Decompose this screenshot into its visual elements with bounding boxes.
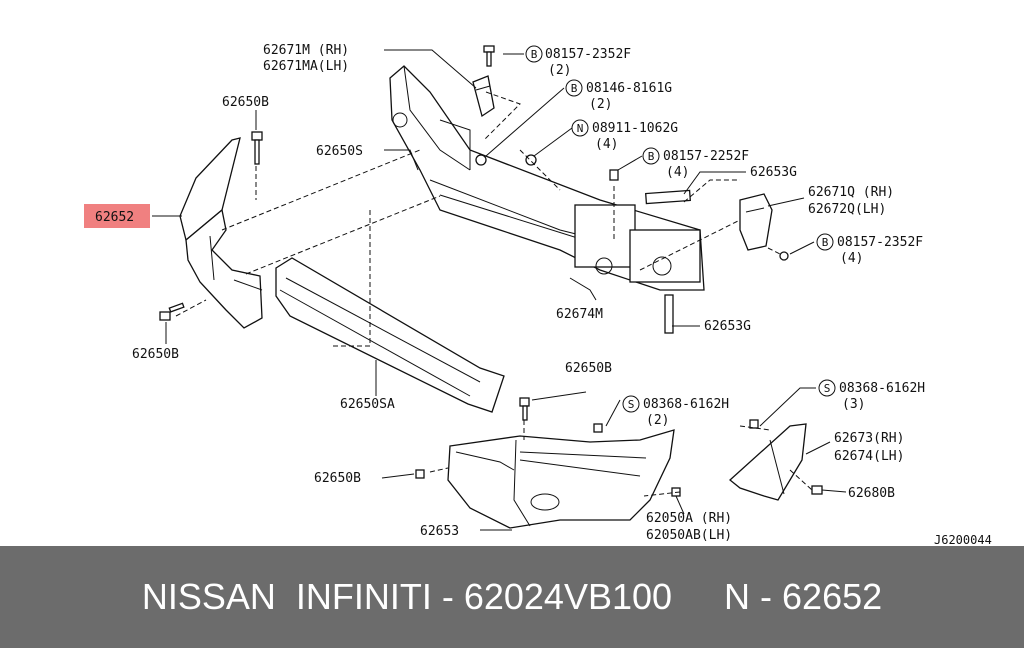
bolt-symbol-icon: B (642, 147, 660, 165)
label-08146-8161g: 08146-8161G (586, 81, 672, 96)
bolt-icon (483, 45, 495, 67)
label-62653g-bottom: 62653G (704, 319, 751, 334)
label-62671m: 62671M (RH) (263, 43, 349, 58)
label-62652: 62652 (95, 210, 134, 225)
label-08157-2352f-right: 08157-2352F (837, 235, 923, 250)
label-62650b-top-left: 62650B (222, 95, 269, 110)
label-62672q: 62672Q(LH) (808, 202, 886, 217)
assembly-dash-lines (175, 91, 813, 497)
label-08146-8161g-qty: (2) (589, 97, 612, 112)
brand-part-number: NISSAN INFINITI - 62024VB100 (141, 576, 673, 617)
screw-symbol-icon: S (622, 395, 640, 413)
label-08911-1062g-qty: (4) (595, 137, 618, 152)
label-08911-1062g: 08911-1062G (592, 121, 678, 136)
side-bracket-62673 (728, 423, 807, 501)
front-fascia-62653 (447, 429, 675, 529)
energy-absorber-62650sa (275, 257, 505, 413)
label-08157-2352f-top-qty: (2) (548, 63, 571, 78)
bolt-symbol-icon: B (816, 233, 834, 251)
label-08368-6162h-right-qty: (3) (842, 397, 865, 412)
label-08157-2252f: 08157-2252F (663, 149, 749, 164)
label-62650b-bottom: 62650B (314, 471, 361, 486)
reinforcement-bracket-62671m (472, 75, 495, 118)
label-62650b-center: 62650B (565, 361, 612, 376)
label-08157-2252f-qty: (4) (666, 165, 689, 180)
label-62650s: 62650S (316, 144, 363, 159)
bolt-symbol-icon: B (525, 45, 543, 63)
label-62673: 62673(RH) (834, 431, 904, 446)
label-08368-6162h-center-qty: (2) (646, 413, 669, 428)
svg-text:N: N (577, 122, 584, 135)
label-62680b: 62680B (848, 486, 895, 501)
label-62671q: 62671Q (RH) (808, 185, 894, 200)
label-62050ab: 62050AB(LH) (646, 528, 732, 543)
label-08368-6162h-center: 08368-6162H (643, 397, 729, 412)
label-08157-2352f-top: 08157-2352F (545, 47, 631, 62)
label-62650sa: 62650SA (340, 397, 395, 412)
part-number-banner: NISSAN INFINITI - 62024VB100 N - 62652 (0, 546, 1024, 648)
label-62674: 62674(LH) (834, 449, 904, 464)
label-62650b-left: 62650B (132, 347, 179, 362)
svg-text:S: S (628, 398, 635, 411)
svg-text:B: B (531, 48, 538, 61)
bracket-62671q (739, 193, 773, 251)
diagram-reference: J6200044 (934, 533, 992, 546)
bolt-symbol-icon: B (565, 79, 583, 97)
label-08368-6162h-right: 08368-6162H (839, 381, 925, 396)
label-08157-2352f-right-qty: (4) (840, 251, 863, 266)
label-62653: 62653 (420, 524, 459, 539)
svg-text:S: S (824, 382, 831, 395)
leader-lines (152, 49, 847, 531)
svg-text:B: B (571, 82, 578, 95)
stay-62653g-top (645, 189, 691, 205)
diagram-part-number: N - 62652 (724, 576, 883, 617)
label-62653g-top: 62653G (750, 165, 797, 180)
label-62674m: 62674M (556, 307, 603, 322)
screw-symbol-icon: S (818, 379, 836, 397)
stay-62653g-bottom (664, 294, 674, 334)
bumper-armature-62650s (389, 65, 705, 291)
label-62050a: 62050A (RH) (646, 511, 732, 526)
side-bracket-62652 (179, 137, 263, 329)
nut-symbol-icon: N (571, 119, 589, 137)
highlight-62652 (84, 204, 150, 228)
parts-exploded-diagram: B B N B B S S 62671M (RH) 62671MA(LH) 08… (84, 43, 992, 546)
svg-text:B: B (648, 150, 655, 163)
svg-text:B: B (822, 236, 829, 249)
label-62671ma: 62671MA(LH) (263, 59, 349, 74)
